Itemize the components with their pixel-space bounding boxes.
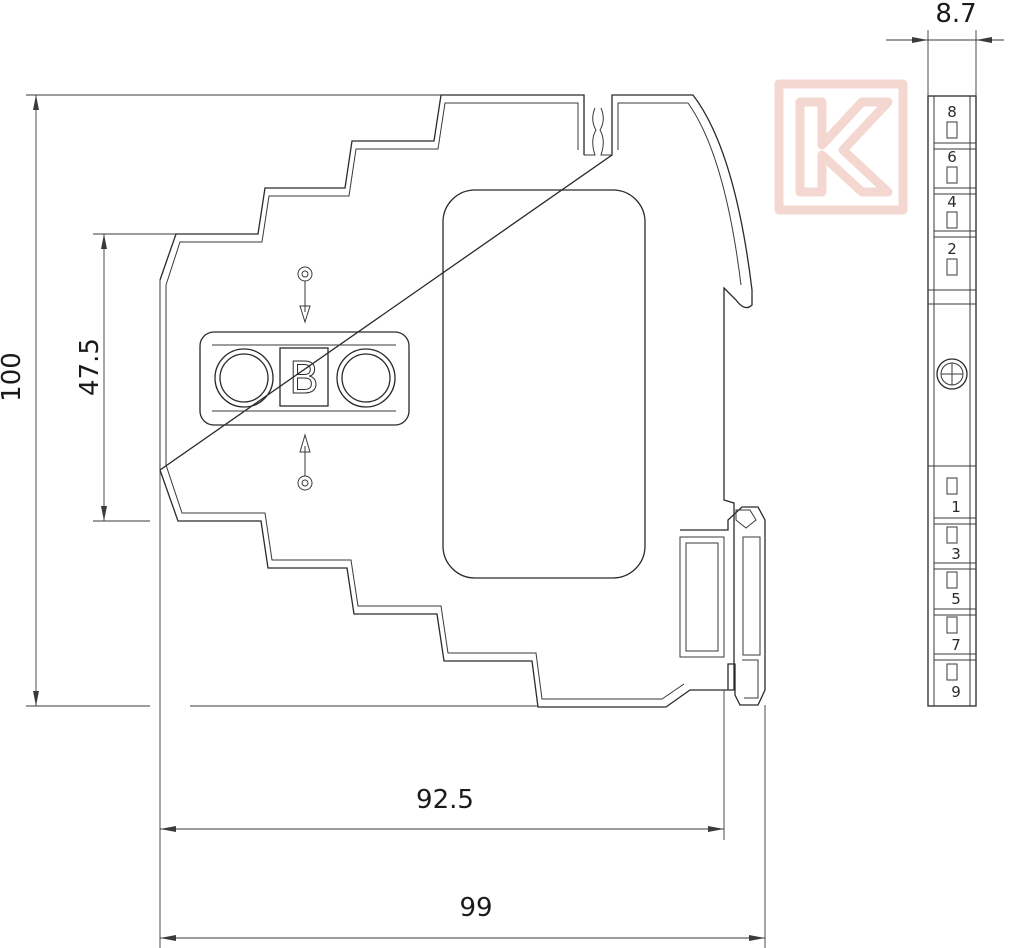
dimension-47-5: 47.5: [75, 233, 176, 522]
terminal-label-9: 9: [951, 683, 961, 701]
obo-logo: B: [199, 331, 410, 426]
dim-height-label: 100: [0, 352, 27, 402]
dim-outer-depth-label: 99: [459, 893, 492, 923]
dim-width-label: 8.7: [935, 0, 976, 29]
terminal-label-4: 4: [947, 193, 957, 211]
dim-mid-label: 47.5: [75, 338, 105, 396]
dimension-8-7: 8.7: [886, 0, 1004, 96]
terminal-label-1: 1: [951, 498, 961, 516]
terminal-label-2: 2: [947, 240, 957, 258]
housing-side-view: [159, 94, 753, 708]
terminal-label-6: 6: [947, 148, 957, 166]
terminal-label-8: 8: [947, 103, 957, 121]
dim-inner-depth-label: 92.5: [416, 785, 474, 815]
terminal-label-5: 5: [951, 590, 961, 608]
dimension-92-5: 92.5: [159, 470, 725, 948]
dimension-100: 100: [0, 94, 538, 707]
din-rail-clip: [679, 506, 766, 706]
dimension-99: 99: [160, 705, 766, 948]
terminal-label-3: 3: [951, 545, 961, 563]
logo-b: B: [289, 353, 319, 404]
terminal-label-7: 7: [951, 636, 961, 654]
watermark-k: [774, 79, 908, 215]
release-arrows: [297, 266, 313, 491]
front-view: 8 6 4 2 1 3 5 7 9: [927, 95, 977, 707]
